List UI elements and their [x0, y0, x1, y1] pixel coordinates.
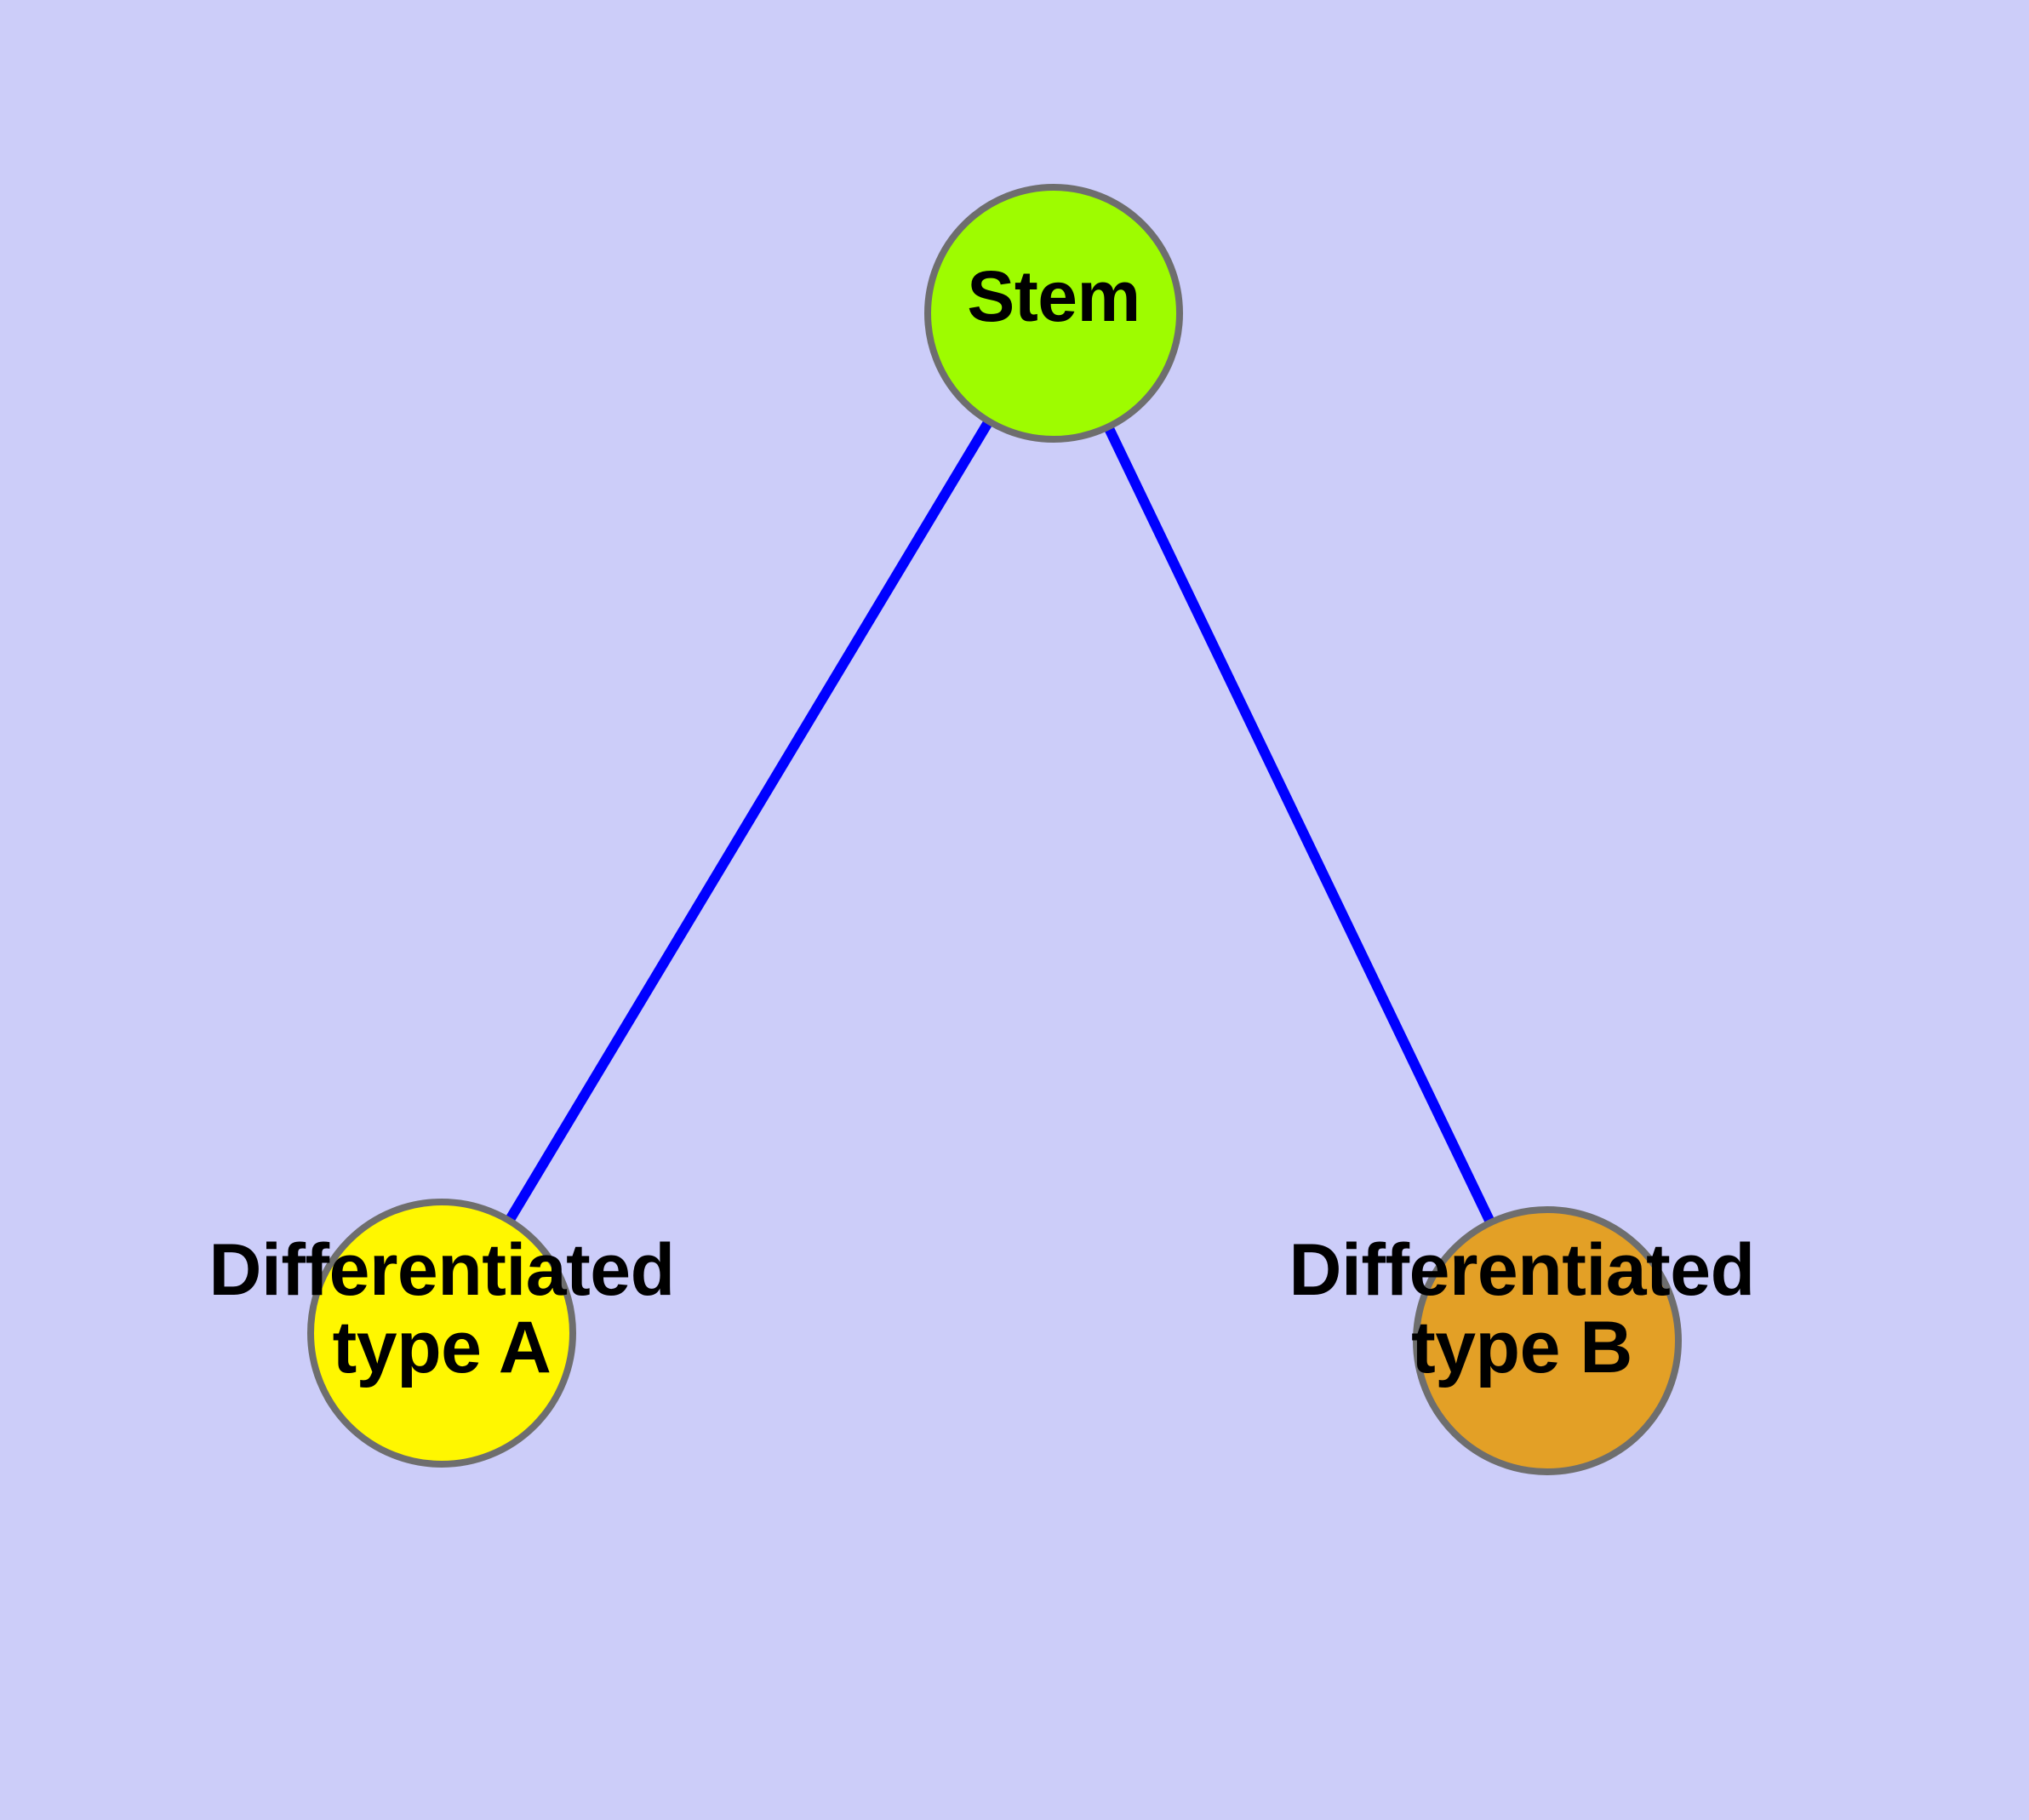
node-layer: [307, 184, 1682, 1475]
node-stem[interactable]: [924, 184, 1183, 443]
edge-stem-to-diff-b[interactable]: [1049, 311, 1552, 1343]
node-differentiated-type-a[interactable]: [307, 1199, 576, 1468]
edge-layer: [437, 310, 1552, 1343]
edge-stem-to-diff-a[interactable]: [437, 310, 1059, 1336]
node-differentiated-type-b[interactable]: [1413, 1206, 1682, 1475]
